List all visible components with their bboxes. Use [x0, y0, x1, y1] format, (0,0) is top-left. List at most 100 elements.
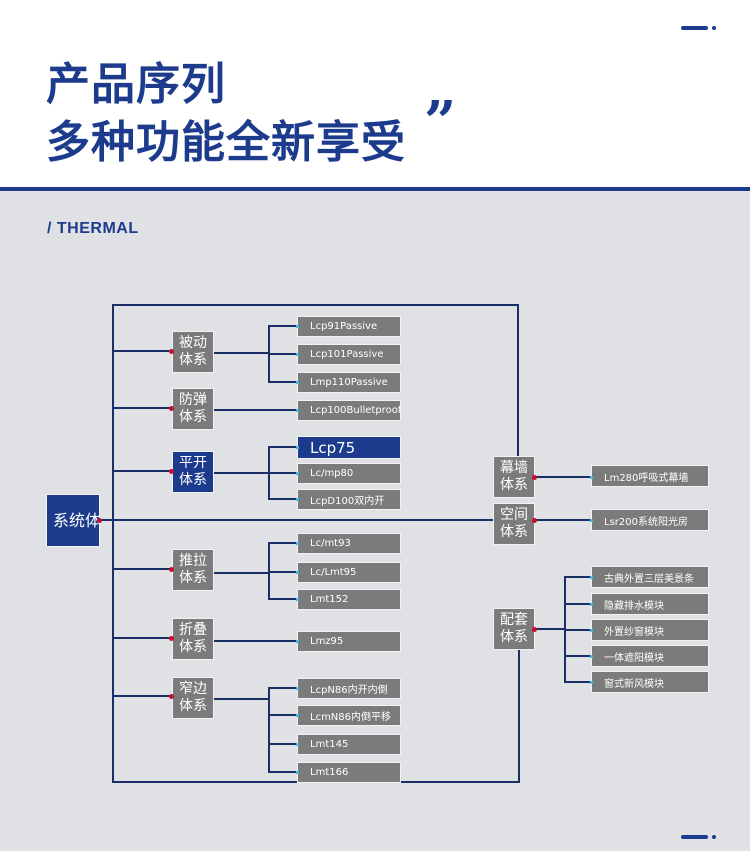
product-item: LcpD100双内开 [297, 489, 401, 510]
product-item: Lmt145 [297, 734, 401, 755]
connector-line [213, 409, 298, 411]
connector-line [213, 698, 269, 700]
header: 产品序列 多种功能全新享受 ” [0, 0, 750, 188]
connector-line [268, 571, 298, 573]
leaf-dot [296, 542, 299, 545]
connector-line [112, 568, 172, 570]
product-item: Lmt166 [297, 762, 401, 783]
connector-line [268, 743, 298, 745]
quote-mark: ” [424, 89, 457, 155]
node-dot [169, 349, 174, 354]
connector-line [564, 681, 594, 683]
node-dot [532, 518, 537, 523]
product-item: Lcp100Bulletproof [297, 400, 401, 421]
connector-line [564, 655, 594, 657]
node-dot [169, 636, 174, 641]
connector-line [268, 498, 298, 500]
leaf-dot [590, 629, 593, 632]
connector-line [213, 640, 298, 642]
node-dot [169, 406, 174, 411]
connector-line [213, 472, 269, 474]
product-item: Lc/mp80 [297, 463, 401, 484]
category-space: 空间体系 [493, 503, 535, 545]
category-bulletproof: 防弹体系 [172, 388, 214, 430]
product-item: 一体遮阳模块 [591, 645, 709, 667]
category-sliding: 推拉体系 [172, 549, 214, 591]
connector-line [518, 648, 520, 783]
product-item: Lsr200系统阳光房 [591, 509, 709, 531]
leaf-dot [296, 325, 299, 328]
header-divider [0, 187, 750, 191]
category-accessories: 配套体系 [493, 608, 535, 650]
connector-line [535, 628, 565, 630]
product-item: LcpN86内开内倒 [297, 678, 401, 699]
top-dash-decoration [681, 26, 708, 30]
connector-line [535, 476, 592, 478]
section-tag: / THERMAL [47, 220, 139, 237]
connector-line [564, 629, 594, 631]
leaf-dot [296, 771, 299, 774]
connector-line [112, 304, 518, 306]
node-dot [169, 567, 174, 572]
connector-line [268, 325, 298, 327]
connector-line [268, 714, 298, 716]
leaf-dot [590, 476, 593, 479]
leaf-dot [296, 353, 299, 356]
connector-line [268, 353, 298, 355]
product-item: Lmz95 [297, 631, 401, 652]
node-dot [169, 469, 174, 474]
connector-line [564, 603, 594, 605]
category-curtain-wall: 幕墙体系 [493, 456, 535, 498]
root-node-label: 系统体系 [53, 510, 100, 530]
root-node: 系统体系 [46, 494, 100, 547]
leaf-dot [296, 640, 299, 643]
product-item: LcmN86内倒平移 [297, 705, 401, 726]
leaf-dot [296, 687, 299, 690]
leaf-dot [590, 681, 593, 684]
product-item: 窗式新风模块 [591, 671, 709, 693]
page-title: 产品序列 [46, 59, 226, 110]
top-dot-decoration [712, 26, 716, 30]
product-item: Lcp101Passive [297, 344, 401, 365]
leaf-dot [296, 409, 299, 412]
connector-line [112, 695, 172, 697]
leaf-dot [296, 446, 299, 449]
connector-line [268, 598, 298, 600]
connector-line [268, 687, 270, 773]
category-narrow-frame: 窄边体系 [172, 677, 214, 719]
connector-line [564, 576, 594, 578]
leaf-dot [590, 655, 593, 658]
connector-line [112, 304, 114, 783]
connector-line [268, 542, 298, 544]
connector-line [112, 637, 172, 639]
bottom-dash-decoration [681, 835, 708, 839]
connector-line [100, 519, 592, 521]
connector-line [517, 304, 519, 456]
leaf-dot [296, 598, 299, 601]
product-item: Lm280呼吸式幕墙 [591, 465, 709, 487]
node-dot [532, 627, 537, 632]
connector-line [112, 470, 172, 472]
category-folding: 折叠体系 [172, 618, 214, 660]
connector-line [213, 352, 269, 354]
product-item: Lmp110Passive [297, 372, 401, 393]
leaf-dot [296, 571, 299, 574]
leaf-dot [296, 381, 299, 384]
leaf-dot [296, 472, 299, 475]
node-dot [532, 475, 537, 480]
leaf-dot [296, 714, 299, 717]
leaf-dot [590, 603, 593, 606]
product-item: Lmt152 [297, 589, 401, 610]
connector-line [268, 687, 298, 689]
product-item: 古典外置三层美景条 [591, 566, 709, 588]
node-dot [97, 518, 102, 523]
category-passive: 被动体系 [172, 331, 214, 373]
connector-line [268, 771, 298, 773]
leaf-dot [590, 576, 593, 579]
connector-line [268, 381, 298, 383]
product-item-highlighted: Lcp75 [297, 436, 401, 459]
leaf-dot [296, 743, 299, 746]
connector-line [268, 446, 298, 448]
connector-line [268, 472, 298, 474]
leaf-dot [296, 498, 299, 501]
